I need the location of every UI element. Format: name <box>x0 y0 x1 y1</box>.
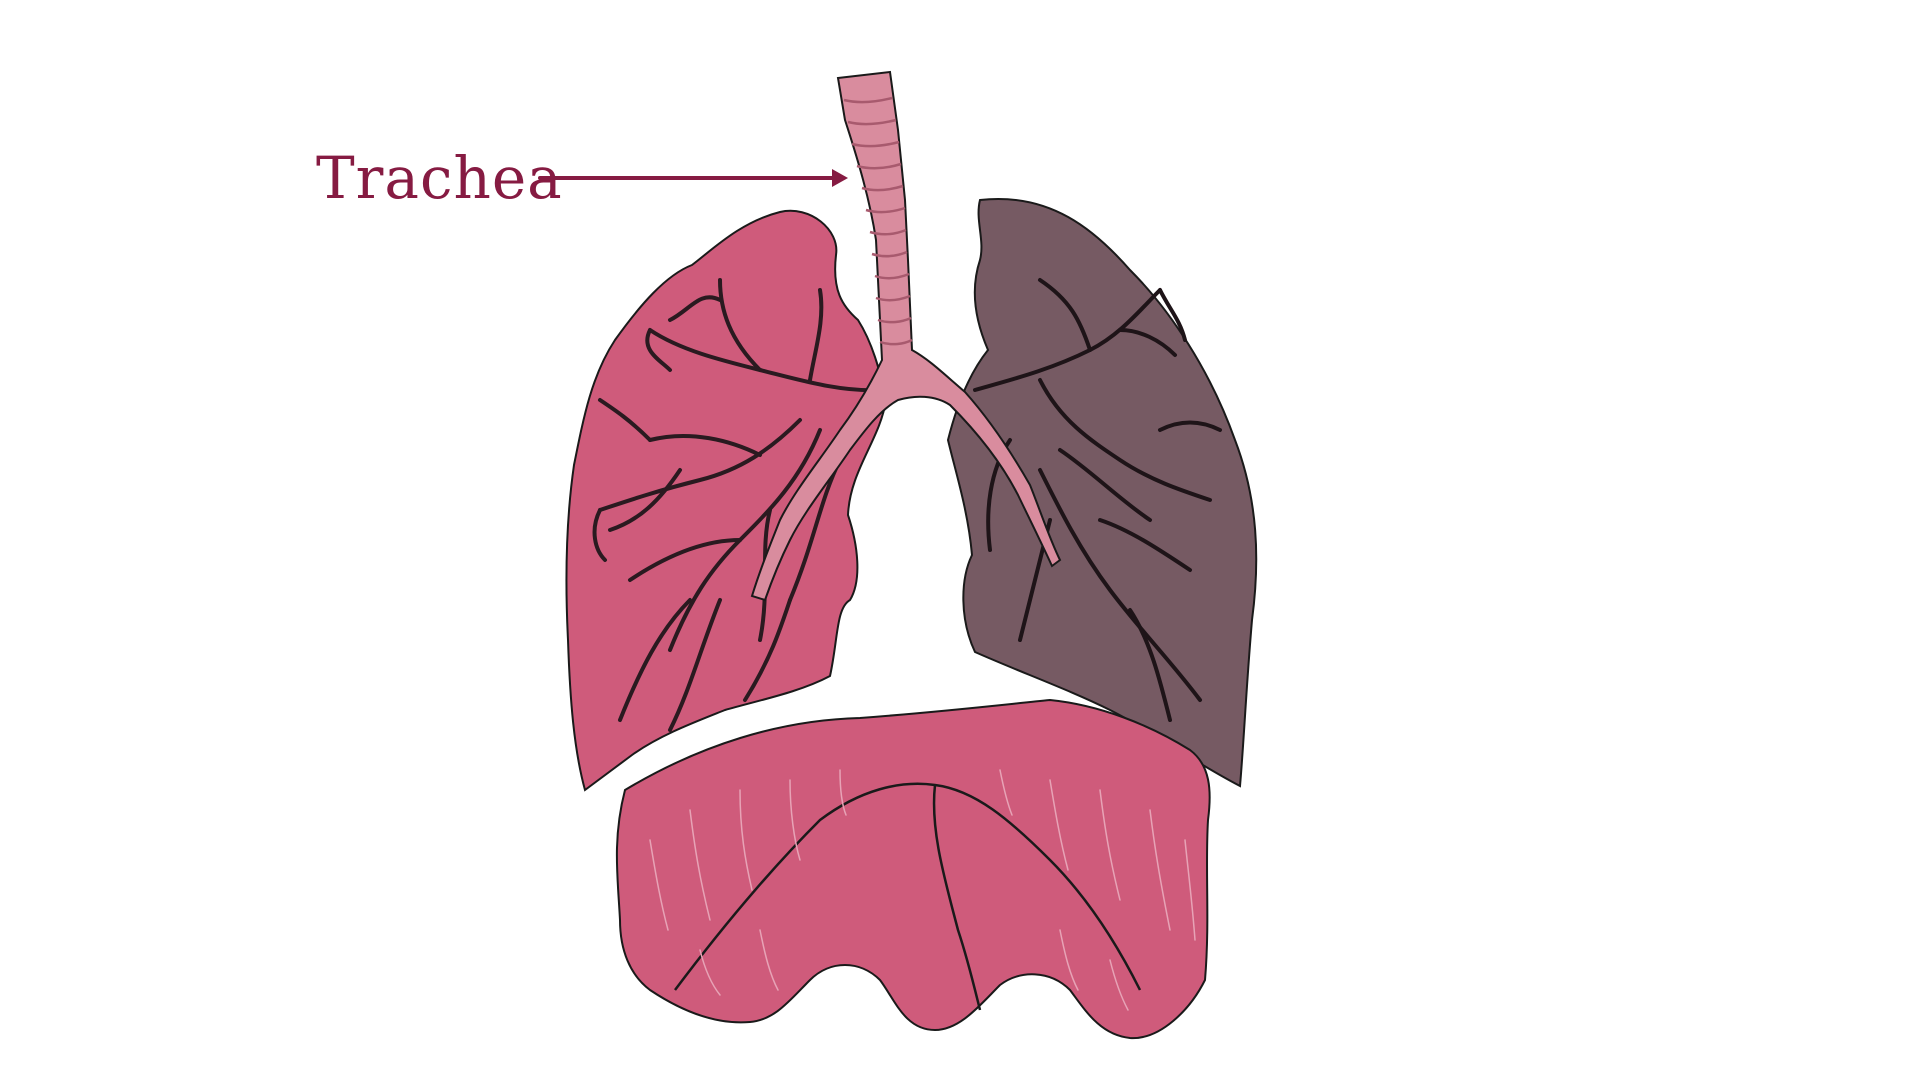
trachea-label: Trachea <box>316 144 563 212</box>
right-lung <box>946 197 1258 788</box>
left-lung <box>565 209 888 792</box>
trachea <box>750 70 1062 602</box>
diaphragm <box>615 698 1211 1040</box>
right-bronchial-branches <box>973 278 1222 722</box>
trachea-rings <box>843 96 913 346</box>
left-bronchial-branches <box>592 278 882 732</box>
diaphragm-inner-lines <box>674 782 1142 1011</box>
trachea-pointer-arrow <box>538 169 848 187</box>
diaphragm-fibers <box>649 769 1196 1011</box>
